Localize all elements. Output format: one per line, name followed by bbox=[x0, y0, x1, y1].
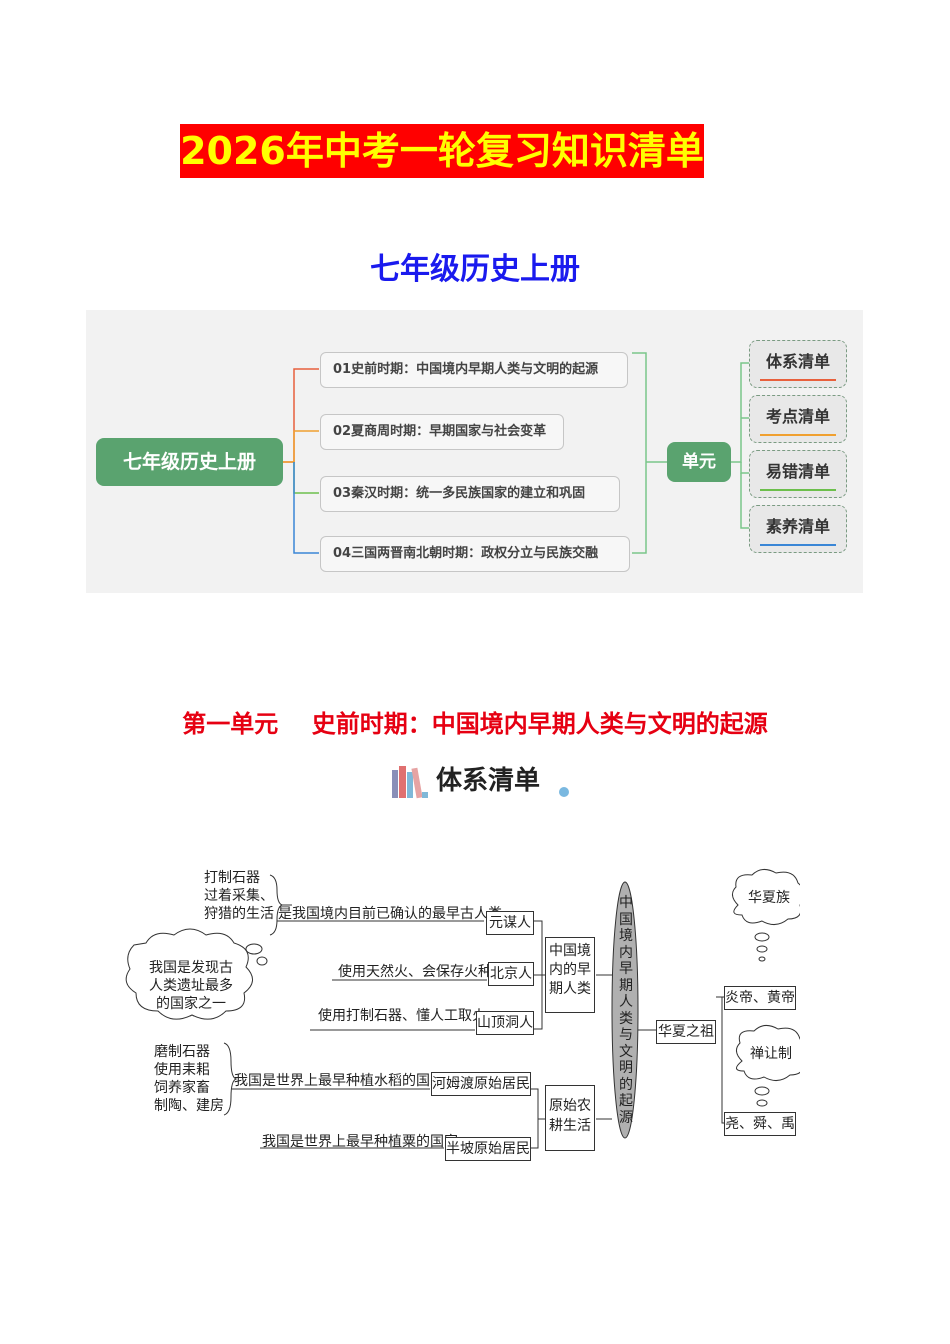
overview-mindmap: 七年级历史上册 01史前时期：中国境内早期人类与文明的起源 02夏商周时期：早期… bbox=[86, 310, 863, 593]
list-underline bbox=[760, 489, 836, 491]
cloud-line: 人类遗址最多 bbox=[149, 978, 233, 994]
note-line: 狩猎的生活 bbox=[204, 906, 274, 922]
unit1-mindmap: 打制石器 过着采集、 狩猎的生活 是我国境内目前已确认的最早古人类 元谋人 我国… bbox=[122, 865, 800, 1168]
shanding-desc: 使用打制石器、懂人工取火 bbox=[318, 1008, 486, 1024]
cloud-line: 我国是发现古 bbox=[149, 960, 233, 976]
dot-icon bbox=[559, 787, 569, 797]
shanding-box: 山顶洞人 bbox=[476, 1011, 534, 1035]
agri-note: 磨制石器 使用耒耜 饲养家畜 制陶、建房 bbox=[154, 1043, 224, 1115]
yuanmou-desc: 是我国境内目前已确认的最早古人类 bbox=[278, 906, 502, 922]
list-mistakes: 易错清单 bbox=[749, 450, 847, 498]
sub-title: 七年级历史上册 bbox=[370, 252, 580, 287]
overview-center: 单元 bbox=[667, 442, 731, 482]
list-underline bbox=[760, 379, 836, 381]
yuanmou-note: 打制石器 过着采集、 狩猎的生活 bbox=[204, 869, 274, 923]
list-literacy-label: 素养清单 bbox=[765, 517, 830, 536]
agri-box: 原始农耕生活 bbox=[545, 1085, 595, 1151]
list-exam-points: 考点清单 bbox=[749, 395, 847, 443]
list-exam-points-label: 考点清单 bbox=[765, 407, 830, 426]
note-line: 过着采集、 bbox=[204, 888, 274, 904]
system-list-text: 体系清单 bbox=[436, 766, 541, 796]
yanhuang-box: 炎帝、黄帝 bbox=[724, 986, 796, 1010]
overview-unit-2: 02夏商周时期：早期国家与社会变革 bbox=[320, 414, 564, 450]
system-list-label: 体系清单 bbox=[390, 758, 570, 802]
overview-connectors bbox=[283, 352, 749, 554]
early-humans-box: 中国境内的早期人类 bbox=[545, 937, 595, 1013]
books-icon bbox=[392, 766, 428, 799]
overview-unit-3: 03秦汉时期：统一多民族国家的建立和巩固 bbox=[320, 476, 620, 512]
beijing-desc: 使用天然火、会保存火种 bbox=[338, 964, 492, 980]
list-underline bbox=[760, 434, 836, 436]
unit1-heading: 第一单元 史前时期：中国境内早期人类与文明的起源 bbox=[182, 709, 768, 738]
overview-root: 七年级历史上册 bbox=[96, 438, 283, 486]
main-title: 2026年中考一轮复习知识清单 bbox=[180, 124, 704, 178]
note-line: 使用耒耜 bbox=[154, 1062, 210, 1078]
note-line: 磨制石器 bbox=[154, 1044, 210, 1060]
shanrang-cloud-text: 禅让制 bbox=[750, 1046, 792, 1062]
center-ellipse-text: 中国境内早期人类与文明的起源 bbox=[619, 895, 633, 1126]
yaoshunyu-box: 尧、舜、禹 bbox=[724, 1112, 796, 1136]
ancestor-box: 华夏之祖 bbox=[656, 1020, 716, 1044]
cloud-line: 的国家之一 bbox=[156, 996, 226, 1012]
yuanmou-box: 元谋人 bbox=[486, 911, 534, 935]
hemudu-box: 河姆渡原始居民 bbox=[431, 1072, 531, 1096]
list-underline bbox=[760, 544, 836, 546]
list-system: 体系清单 bbox=[749, 340, 847, 388]
note-line: 制陶、建房 bbox=[154, 1098, 224, 1114]
overview-unit-4: 04三国两晋南北朝时期：政权分立与民族交融 bbox=[320, 536, 630, 572]
hemudu-desc: 我国是世界上最早种植水稻的国家 bbox=[234, 1073, 444, 1089]
note-line: 打制石器 bbox=[204, 870, 260, 886]
banpo-desc: 我国是世界上最早种植粟的国家 bbox=[262, 1134, 458, 1150]
list-literacy: 素养清单 bbox=[749, 505, 847, 553]
cloud-left-text: 我国是发现古 人类遗址最多 的国家之一 bbox=[134, 959, 248, 1013]
list-mistakes-label: 易错清单 bbox=[765, 462, 830, 481]
note-line: 饲养家畜 bbox=[154, 1080, 210, 1096]
list-system-label: 体系清单 bbox=[765, 352, 830, 371]
huaxia-cloud-text: 华夏族 bbox=[748, 890, 790, 906]
overview-unit-1: 01史前时期：中国境内早期人类与文明的起源 bbox=[320, 352, 628, 388]
mindmap-lines bbox=[125, 869, 800, 1149]
banpo-box: 半坡原始居民 bbox=[445, 1137, 531, 1161]
beijing-box: 北京人 bbox=[488, 962, 534, 986]
